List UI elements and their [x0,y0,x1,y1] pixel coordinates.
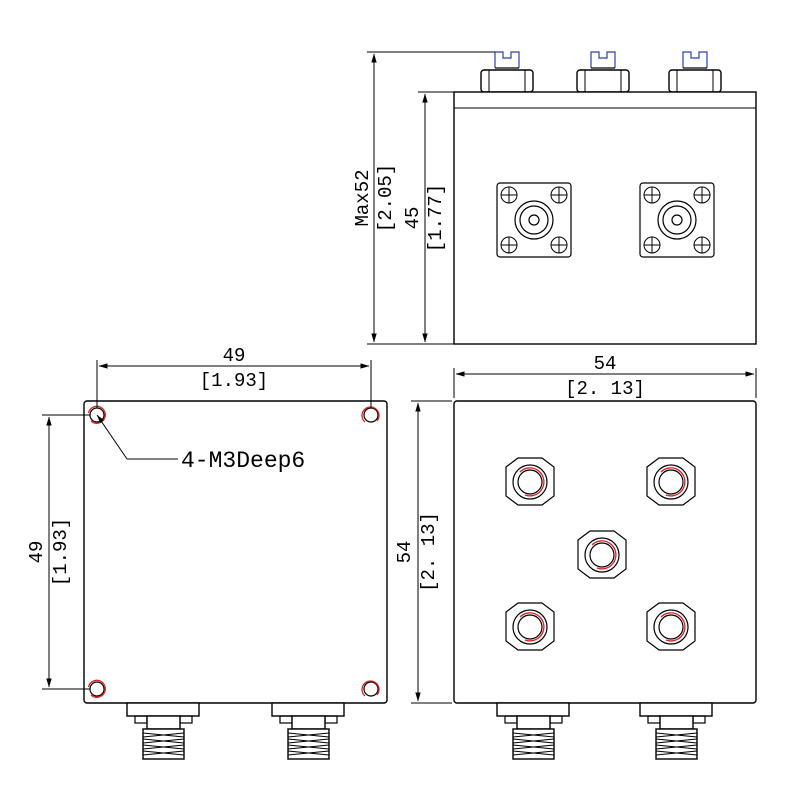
body-height-mm-label: 45 [402,207,424,230]
hole-note-leader: 4-M3Deep6 [96,414,305,474]
top-terminal-3 [668,51,722,93]
top-view-body [453,91,757,345]
dimension-body-width: 54 [2. 13] [453,353,757,400]
hex-terminal-2 [646,457,696,506]
hole-height-in-label: [1.93] [50,518,72,586]
body-width-in-label: [2. 13] [565,378,645,400]
dimension-hole-width: 49 [1.93] [96,345,372,408]
top-terminal-1 [480,51,534,93]
left-view: 4-M3Deep6 49 [1.93] 49 [1.93] [26,345,388,760]
body-depth-in-label: [2. 13] [418,512,440,592]
sma-connector-left-2 [271,702,345,760]
sma-flange-2 [639,182,715,258]
max-height-in-label: [2.05] [375,164,397,232]
top-view: Max52 [2.05] 45 [1.77] [352,51,757,345]
dimension-body-depth: 54 [2. 13] [394,400,452,704]
dimension-body-height: 45 [1.77] [402,91,454,343]
hex-terminal-3 [577,530,627,579]
hole-note-label: 4-M3Deep6 [181,448,305,474]
hex-terminal-4 [505,602,555,651]
sma-connector-right-1 [496,702,570,760]
body-height-in-label: [1.77] [425,184,447,252]
sma-flange-1 [496,182,572,258]
hex-terminal-1 [505,457,555,506]
hole-width-mm-label: 49 [223,345,246,367]
right-view: 54 [2. 13] 54 [2. 13] [394,353,757,760]
sma-connector-right-2 [639,702,713,760]
dimension-hole-height: 49 [1.93] [26,414,90,690]
hole-width-in-label: [1.93] [200,370,268,392]
dimension-max-height: Max52 [2.05] [352,51,495,345]
right-view-body [453,400,757,704]
left-view-body [83,400,388,704]
body-depth-mm-label: 54 [394,541,416,564]
top-terminal-2 [576,51,630,93]
sma-connector-left-1 [126,702,200,760]
body-width-mm-label: 54 [594,353,617,375]
max-height-mm-label: Max52 [352,169,374,226]
mounting-hole-br [361,680,380,697]
hex-terminal-5 [646,602,696,651]
hole-height-mm-label: 49 [26,541,48,564]
